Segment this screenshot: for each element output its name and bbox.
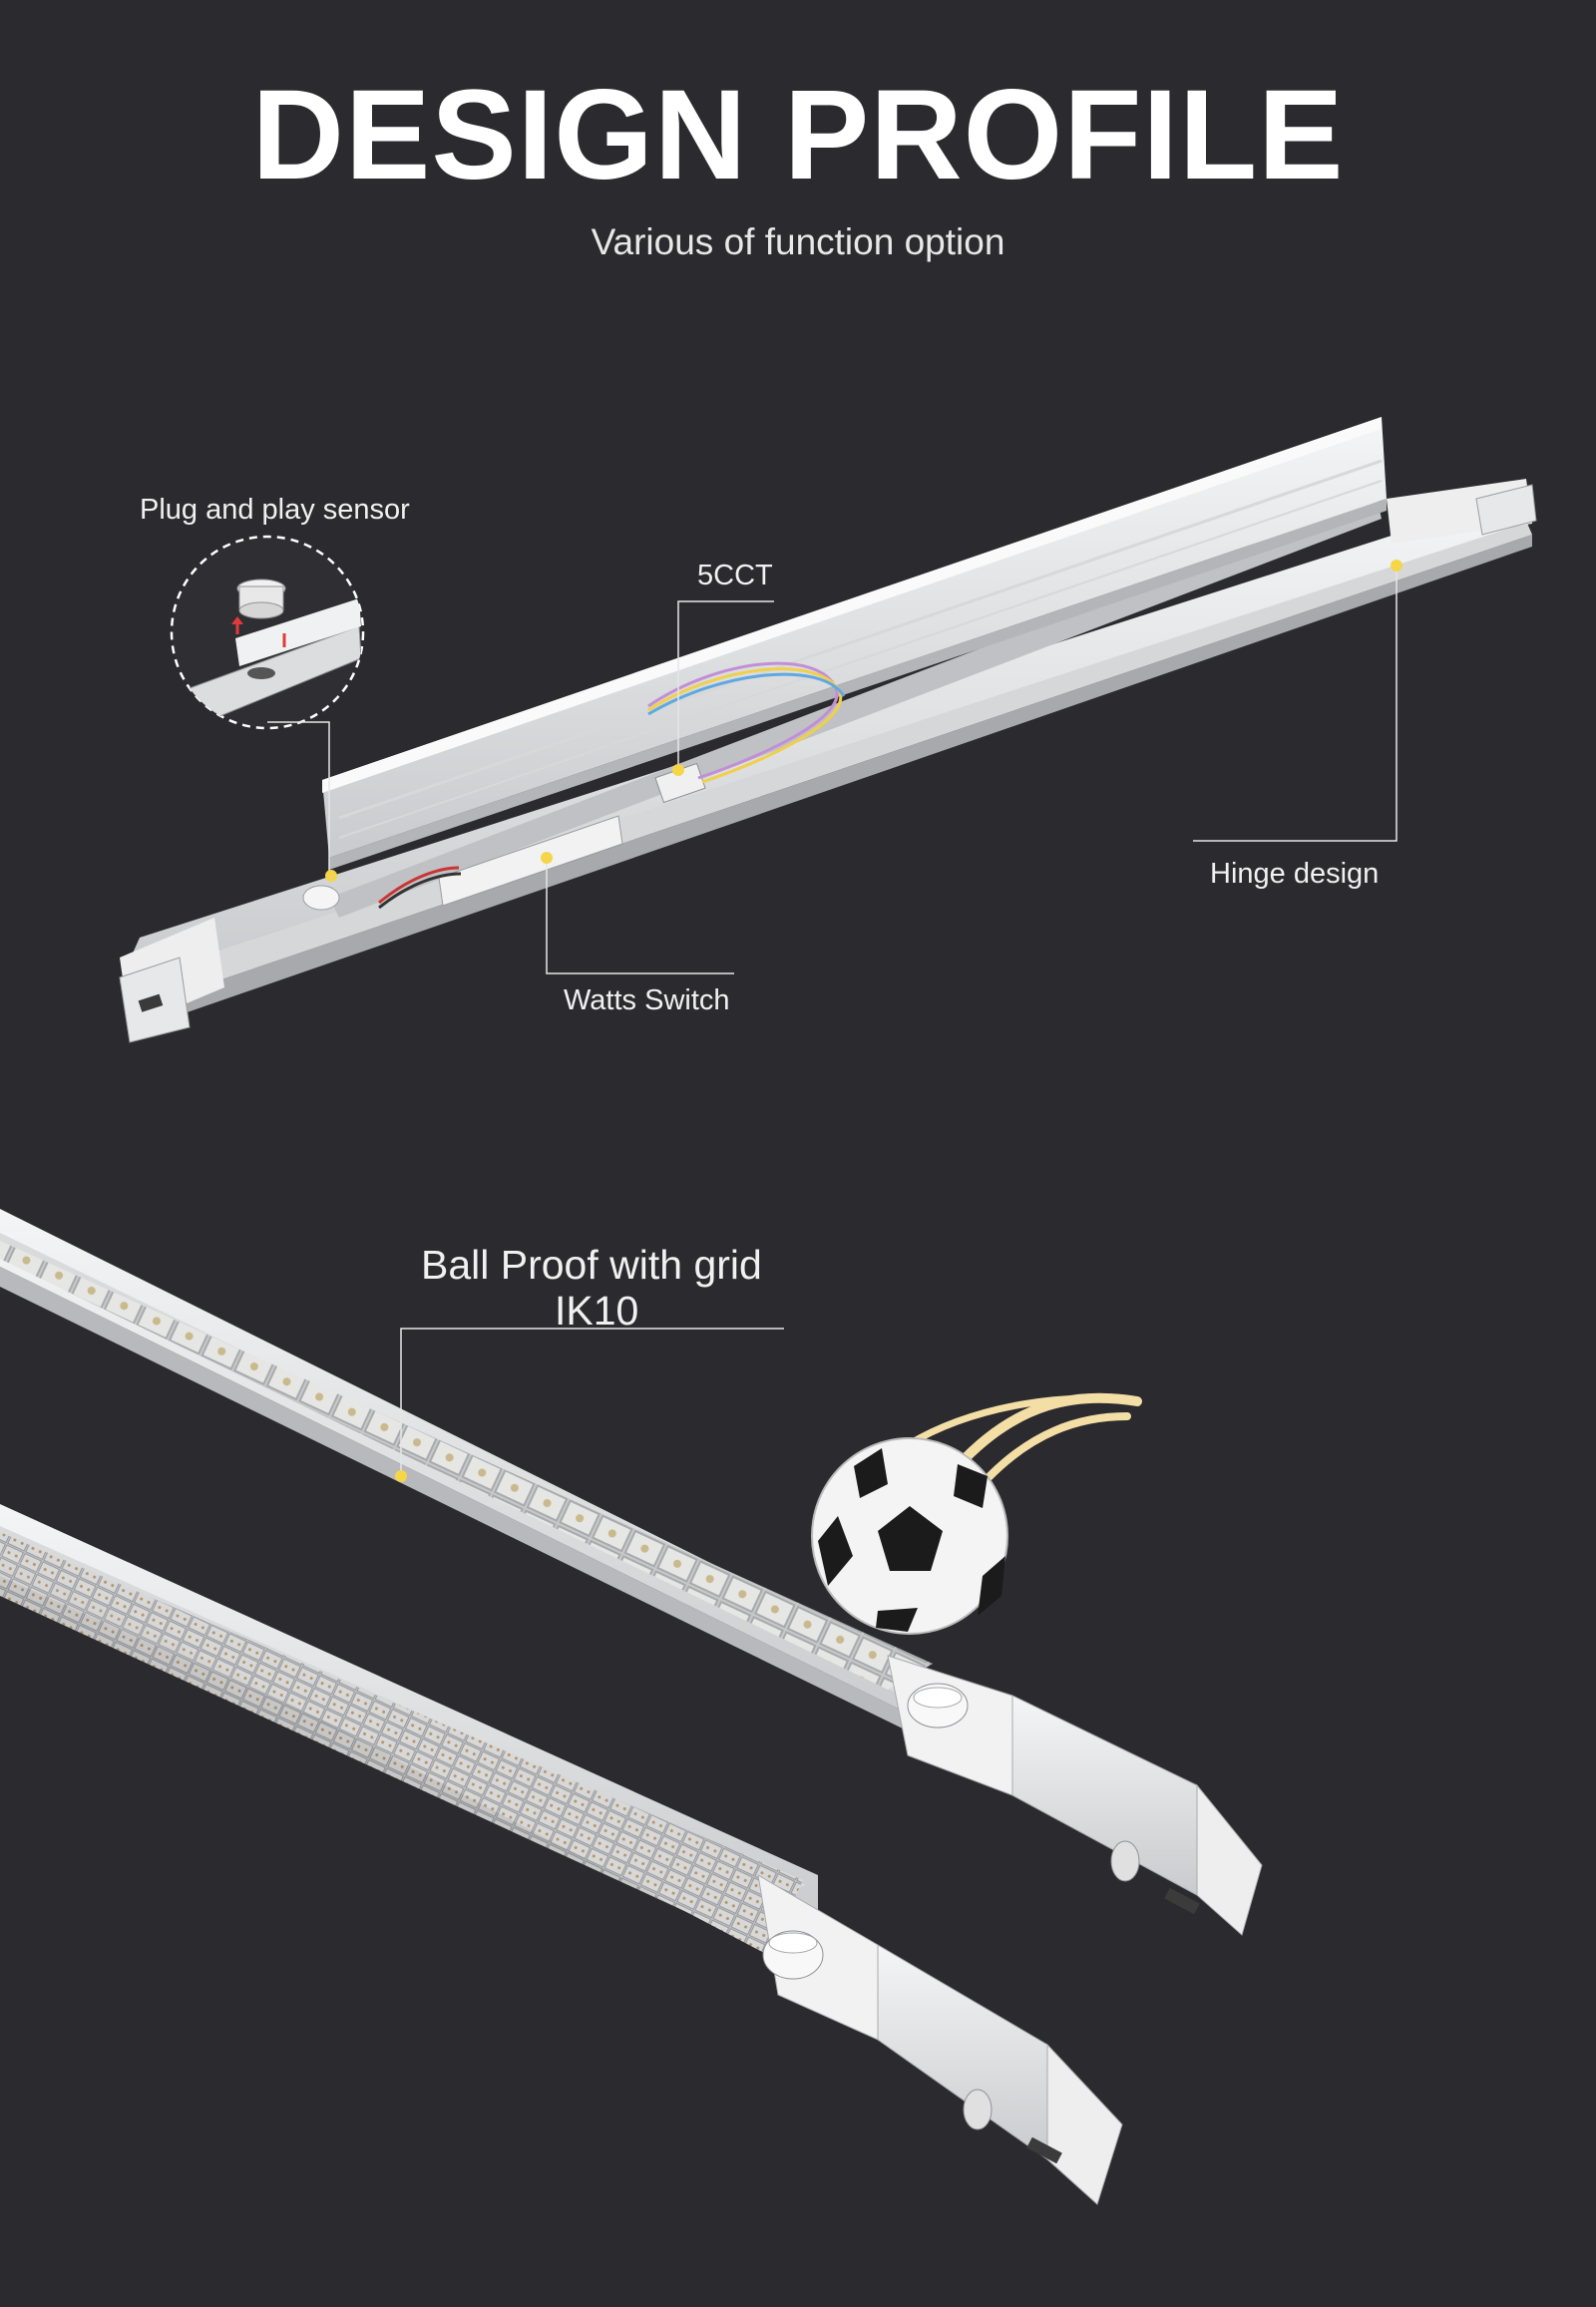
grid-luminaire-front xyxy=(0,1209,1263,1936)
callout-markers-top xyxy=(325,560,1402,882)
callout-lines-bottom xyxy=(395,1328,784,1482)
grid-luminaire-back xyxy=(0,1504,1123,2205)
callout-ik-rating-label: IK10 xyxy=(555,1288,639,1334)
callout-hinge-label: Hinge design xyxy=(1210,858,1380,890)
callout-ball-proof-label: Ball Proof with grid xyxy=(421,1242,762,1288)
page-title: DESIGN PROFILE xyxy=(251,64,1345,206)
callout-lines-top xyxy=(267,566,1397,974)
page-subtitle: Various of function option xyxy=(591,221,1005,262)
sensor-detail-inset xyxy=(170,535,365,730)
callout-watts-switch-label: Watts Switch xyxy=(564,984,730,1016)
football-icon xyxy=(811,1392,1142,1635)
callout-sensor-label: Plug and play sensor xyxy=(140,494,410,526)
callout-5cct-label: 5CCT xyxy=(697,560,773,591)
open-luminaire xyxy=(119,417,1537,1043)
